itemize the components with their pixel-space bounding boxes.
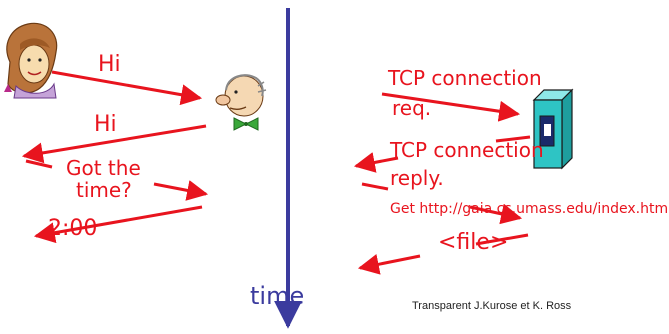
- timeline-label: time: [250, 282, 305, 310]
- arrow-got-the-time: [25, 159, 53, 169]
- arrow-file-tail: [475, 233, 529, 246]
- msg-got-the: Got the: [66, 156, 141, 180]
- man-face-icon: [215, 74, 267, 131]
- arrow-conn-req: [381, 92, 521, 122]
- credit-text: Transparent J.Kurose et K. Ross: [412, 300, 572, 312]
- arrow-file-head: [357, 253, 421, 275]
- msg-conn-reply-line1: TCP connection: [390, 138, 544, 162]
- arrow-get: [361, 182, 389, 191]
- msg-hi-reply: Hi: [94, 112, 117, 137]
- arrow-hi-request: [51, 70, 203, 106]
- woman-face-icon: [4, 22, 58, 99]
- server-tower-icon: [532, 88, 574, 170]
- msg-time-reply: 2:00: [48, 216, 98, 241]
- msg-file: <file>: [438, 230, 509, 255]
- msg-conn-req-line2: req.: [392, 96, 432, 120]
- msg-conn-reply-line2: reply.: [390, 166, 444, 190]
- arrow-hi-reply: [21, 124, 207, 164]
- msg-hi-request: Hi: [98, 52, 121, 77]
- arrow-get-head: [469, 203, 523, 225]
- msg-get-request: Get http://gaia.cs.umass.edu/index.htm: [390, 201, 669, 217]
- msg-conn-req-line1: TCP connection: [388, 66, 542, 90]
- arrow-time-reply: [33, 205, 203, 244]
- arrow-conn-reply-head: [353, 152, 399, 173]
- msg-time: time?: [76, 178, 132, 202]
- arrow-got-the-time-head: [153, 180, 209, 201]
- arrow-conn-reply: [495, 135, 531, 143]
